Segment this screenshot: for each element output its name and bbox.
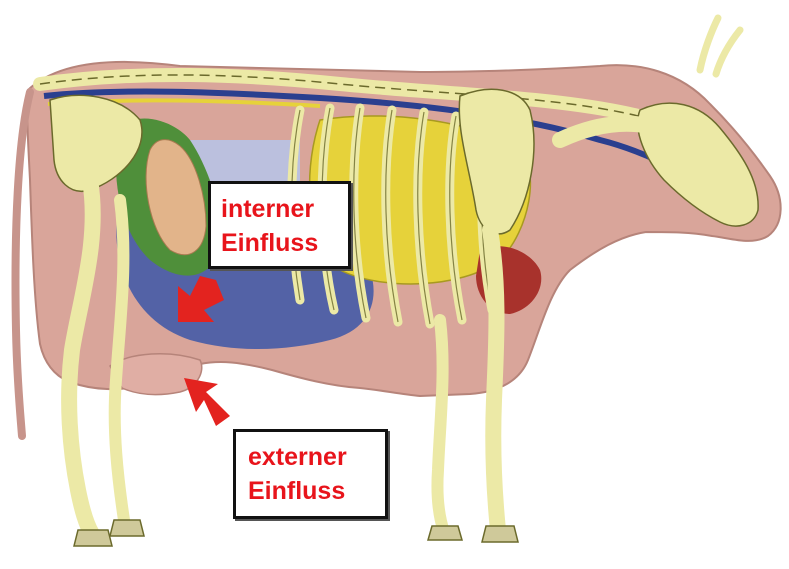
hoof-hind-inner xyxy=(110,520,144,536)
internal-influence-label: interner Einfluss xyxy=(208,181,351,269)
external-influence-label: externer Einfluss xyxy=(233,429,388,519)
horn-right xyxy=(716,30,740,74)
fore-leg-inner xyxy=(437,320,444,532)
hoof-hind xyxy=(74,530,112,546)
horn-left xyxy=(700,18,718,70)
hoof-fore-inner xyxy=(428,526,462,540)
external-label-line1: externer xyxy=(248,440,375,474)
fore-leg xyxy=(490,230,498,530)
red-arrow-up-left-icon xyxy=(184,378,230,426)
internal-label-line2: Einfluss xyxy=(221,226,338,260)
internal-label-line1: interner xyxy=(221,192,338,226)
hoof-fore xyxy=(482,526,518,542)
external-label-line2: Einfluss xyxy=(248,474,375,508)
